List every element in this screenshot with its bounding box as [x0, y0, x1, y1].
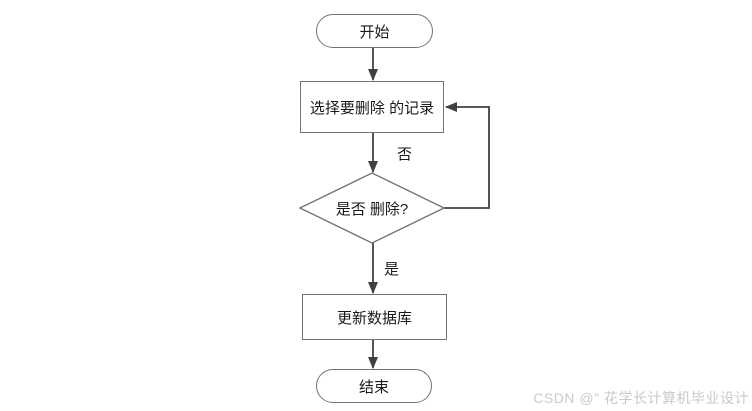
edge-label-yes: 是	[384, 261, 400, 278]
start-node: 开始	[316, 14, 433, 48]
process-update-database-node: 更新数据库	[302, 294, 447, 340]
end-node: 结束	[316, 369, 432, 403]
connector-no-loopback	[444, 102, 490, 209]
edge-label-no: 否	[397, 146, 413, 163]
decision-diamond-shape	[298, 172, 446, 244]
watermark: CSDN @" 花学长计算机毕业设计	[533, 390, 749, 406]
decision-delete-label: 是否 删除?	[335, 200, 409, 218]
process-select-records-node: 选择要删除 的记录	[300, 81, 444, 133]
